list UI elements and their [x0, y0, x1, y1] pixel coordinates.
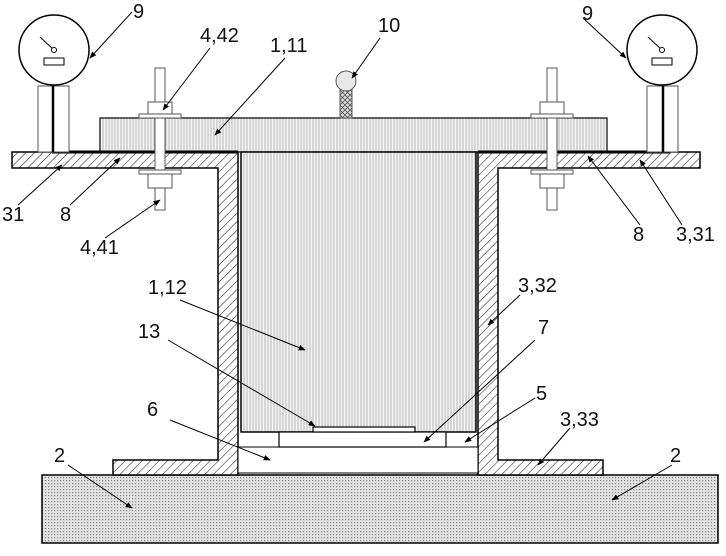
label-nut-upper: 4,42	[200, 26, 239, 46]
label-layer-side: 5	[536, 384, 547, 404]
label-body: 1,12	[148, 278, 187, 298]
plate-13	[313, 427, 415, 432]
top-block	[100, 118, 607, 152]
label-ground-right: 2	[670, 446, 681, 466]
ball-indicator	[336, 71, 356, 118]
left-wall	[12, 152, 238, 475]
label-gasket-right: 8	[633, 225, 644, 245]
label-flange-right: 3,31	[676, 225, 715, 245]
label-flange-left: 31	[2, 205, 24, 225]
container-left	[12, 152, 241, 475]
label-foot-flange: 3,33	[560, 410, 599, 430]
label-nut-lower: 4,41	[80, 238, 119, 258]
gauge-right	[627, 15, 697, 152]
label-gasket-left: 8	[60, 205, 71, 225]
label-ground-left: 2	[54, 446, 65, 466]
gauge-left	[19, 15, 89, 152]
label-gauge-right: 9	[582, 4, 593, 24]
label-top-block: 1,11	[270, 36, 307, 56]
label-plate-small: 13	[138, 322, 160, 342]
ground	[42, 475, 718, 543]
label-layer-bottom: 6	[147, 400, 158, 420]
layer-6	[238, 447, 478, 473]
body-block	[241, 152, 476, 432]
label-plate-mid: 7	[538, 318, 549, 338]
label-gauge-left: 9	[133, 2, 144, 22]
label-ball: 10	[378, 16, 400, 36]
plate-7	[279, 432, 446, 447]
label-wall: 3,32	[518, 276, 557, 296]
